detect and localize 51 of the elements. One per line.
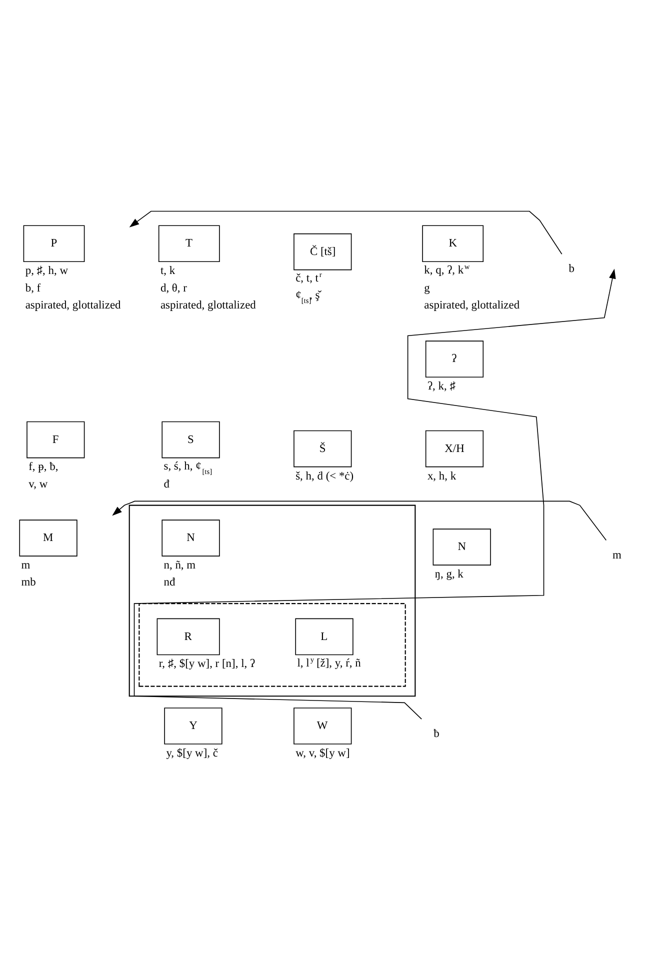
node-box: Č [tš] bbox=[294, 233, 352, 270]
node-label: l, l$^{y}$ [ž], y, ŕ, ñ bbox=[297, 654, 361, 670]
node-label: k, q, ʔ, k$^{w}$ bbox=[424, 262, 470, 276]
arrow bbox=[134, 268, 616, 720]
node-label: č, t, t$^{r}$ bbox=[296, 270, 322, 284]
node-text: ƀ bbox=[434, 728, 440, 740]
node-label: aspirated, glottalized bbox=[160, 299, 256, 312]
node-label: ¢$_{[ts]}$, ş̌ bbox=[296, 290, 320, 306]
node-label: n, ñ, m bbox=[164, 560, 196, 572]
node-label: f, ᵽ, ƀ, bbox=[28, 461, 58, 474]
node-box: T bbox=[158, 225, 220, 262]
node-box: N bbox=[432, 528, 491, 566]
arrow bbox=[129, 210, 562, 255]
node-label: đ bbox=[164, 478, 170, 490]
cluster bbox=[138, 603, 406, 687]
node-label: p, ♯, h, w bbox=[25, 265, 68, 278]
node-label: t, k bbox=[160, 265, 176, 278]
node-label: b, f bbox=[25, 282, 41, 294]
node-box: W bbox=[294, 708, 352, 744]
node-text: m bbox=[612, 549, 622, 562]
node-box: Š bbox=[294, 430, 352, 468]
node-label: nđ bbox=[164, 576, 176, 589]
node-label: v, w bbox=[28, 478, 48, 490]
node-box: N bbox=[162, 520, 220, 556]
node-box: S bbox=[162, 421, 220, 458]
node-box: P bbox=[23, 225, 85, 262]
arrow bbox=[112, 500, 607, 541]
node-box: Y bbox=[164, 708, 222, 744]
node-label: aspirated, glottalized bbox=[25, 299, 121, 312]
node-box: F bbox=[26, 421, 85, 458]
node-box: ʔ bbox=[425, 340, 484, 378]
node-box: M bbox=[19, 520, 78, 556]
node-box: L bbox=[295, 618, 354, 656]
node-box: K bbox=[422, 225, 484, 262]
node-label: ʔ, k, ♯ bbox=[427, 380, 456, 393]
node-label: r, ♯, $[y w], r [n], l, ʔ bbox=[158, 658, 256, 670]
cluster bbox=[128, 504, 416, 697]
node-label: ŋ, g, k bbox=[434, 568, 464, 581]
node-box: X/H bbox=[425, 430, 484, 468]
node-label: mb bbox=[21, 576, 36, 589]
node-box: R bbox=[156, 618, 220, 656]
node-label: y, $[y w], č bbox=[166, 747, 218, 760]
node-label: s, ś, h, ¢$_{[ts]}$ bbox=[164, 460, 212, 476]
node-text: b bbox=[568, 263, 574, 276]
node-label: x, h, k bbox=[427, 470, 456, 482]
node-label: d, θ, r bbox=[160, 282, 187, 294]
node-label: g bbox=[424, 282, 430, 294]
node-label: m bbox=[21, 560, 30, 572]
node-label: aspirated, glottalized bbox=[424, 299, 520, 312]
node-label: š, h, ḋ (< *ċ) bbox=[296, 470, 354, 482]
node-label: w, v, $[y w] bbox=[296, 747, 350, 760]
